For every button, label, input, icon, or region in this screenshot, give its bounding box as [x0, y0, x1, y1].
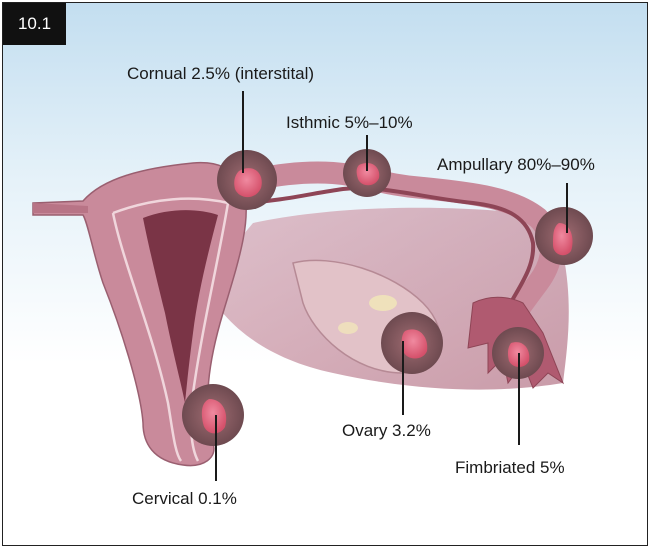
figure-number-badge: 10.1: [3, 3, 66, 45]
label-fimbriated: Fimbriated 5%: [455, 458, 565, 478]
label-isthmic: Isthmic 5%–10%: [286, 113, 413, 133]
label-cornual: Cornual 2.5% (interstital): [127, 64, 314, 84]
label-cervical: Cervical 0.1%: [132, 489, 237, 509]
ovary-highlight-2: [338, 322, 358, 334]
figure-frame: 10.1 Cornual 2.5% (interstital) Isthmic …: [2, 2, 648, 546]
ovary-highlight: [369, 295, 397, 311]
label-ovary: Ovary 3.2%: [342, 421, 431, 441]
sac-ovary: [381, 312, 443, 374]
sac-ampullary: [535, 207, 593, 265]
label-ampullary: Ampullary 80%–90%: [437, 155, 595, 175]
sac-cervical: [182, 384, 244, 446]
sac-cornual: [217, 150, 277, 210]
